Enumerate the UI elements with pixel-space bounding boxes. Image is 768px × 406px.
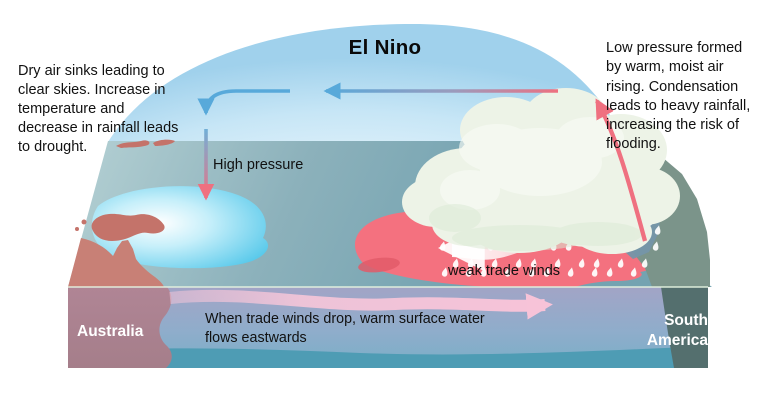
high-pressure-label: High pressure — [213, 157, 304, 173]
descending-air-arrow-upper — [197, 89, 290, 116]
south-america-label: South America — [646, 312, 708, 349]
australia-label: Australia — [77, 323, 144, 340]
surface-flow-label: When trade winds drop, warm surface wate… — [205, 311, 485, 346]
drought-note: Dry air sinks leading to clear skies. In… — [18, 63, 179, 155]
weak-trade-winds-label: weak trade winds — [448, 263, 561, 279]
new-guinea-island — [75, 213, 165, 241]
australia-cross-section — [68, 287, 172, 368]
flooding-note: Low pressure formed by warm, moist air r… — [606, 40, 751, 153]
surface-flow-arrow — [169, 289, 553, 320]
south-america-cross-section — [661, 287, 708, 368]
rising-air-arrow — [595, 98, 648, 242]
cool-water-pool — [91, 186, 269, 269]
rain-cloud — [402, 88, 680, 254]
indonesia-islands — [116, 139, 175, 148]
thermocline-band — [68, 346, 708, 368]
australia-landmass — [68, 238, 164, 287]
diagram-title: El Nino — [348, 36, 422, 59]
small-islet — [358, 257, 400, 273]
